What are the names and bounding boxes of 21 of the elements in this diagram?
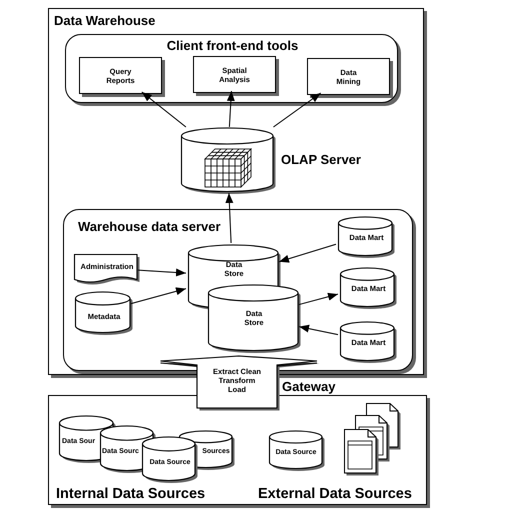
tool-box bbox=[307, 58, 390, 95]
arrow bbox=[298, 324, 338, 336]
panel-title: Data Warehouse bbox=[54, 13, 156, 29]
tools-panel bbox=[65, 34, 398, 103]
section-heading: Internal Data Sources bbox=[56, 486, 206, 504]
caption-label: OLAP Server bbox=[281, 152, 361, 167]
section-heading: External Data Sources bbox=[258, 486, 413, 504]
arrow bbox=[226, 90, 235, 128]
arrow bbox=[272, 92, 322, 128]
arrow bbox=[278, 244, 336, 263]
caption-label: Gateway bbox=[282, 379, 336, 394]
tool-box bbox=[79, 57, 162, 94]
arrow bbox=[138, 268, 186, 276]
arrow bbox=[298, 292, 338, 306]
arrow bbox=[225, 192, 234, 244]
arrow bbox=[130, 287, 186, 304]
warehouse-panel bbox=[48, 8, 424, 375]
panel-title: Warehouse data server bbox=[78, 219, 222, 235]
panel-title: Client front-end tools bbox=[166, 38, 300, 54]
tool-box bbox=[193, 56, 276, 93]
arrow bbox=[141, 92, 186, 128]
